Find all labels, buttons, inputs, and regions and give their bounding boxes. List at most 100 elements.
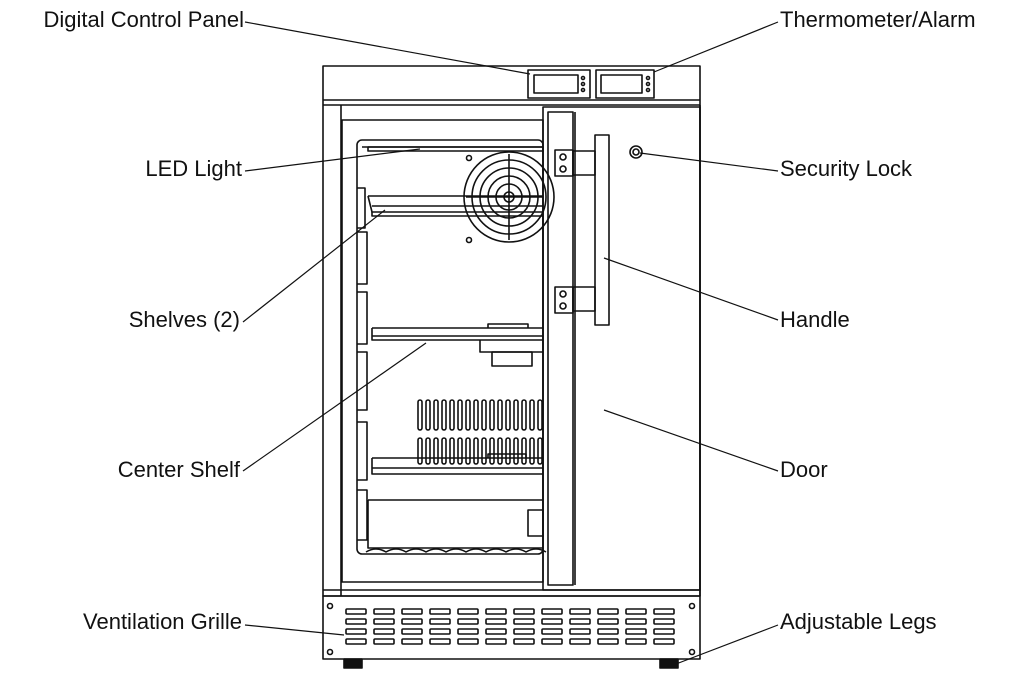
grille-slot <box>653 628 675 635</box>
vent-slot <box>481 437 487 465</box>
grille-slot <box>401 638 423 645</box>
grille-slot <box>513 628 535 635</box>
label-handle: Handle <box>780 307 850 332</box>
grille-slot <box>373 618 395 625</box>
adjustable-legs <box>343 658 679 669</box>
vent-slot <box>489 437 495 465</box>
vent-slot <box>521 437 527 465</box>
cabinet-outer <box>322 65 701 597</box>
grille-slot <box>513 618 535 625</box>
label-security-lock: Security Lock <box>780 156 913 181</box>
leader-lines <box>242 21 779 665</box>
cabinet-interior <box>341 119 544 583</box>
vent-slot <box>505 399 511 431</box>
door-hinge-bottom <box>554 286 574 314</box>
thermometer-alarm <box>595 69 655 99</box>
vent-slot <box>513 399 519 431</box>
grille-slot <box>485 638 507 645</box>
center-shelf <box>371 323 543 367</box>
grille-slot <box>541 628 563 635</box>
vent-slot <box>449 399 455 431</box>
label-door: Door <box>780 457 828 482</box>
label-digital-control-panel: Digital Control Panel <box>43 7 244 32</box>
grille-slot <box>597 618 619 625</box>
grille-slot <box>373 628 395 635</box>
grille-slot <box>513 638 535 645</box>
vent-slot <box>433 399 439 431</box>
grille-slot <box>541 618 563 625</box>
vent-slot <box>521 399 527 431</box>
bottom-bin <box>365 499 547 553</box>
grille-slot <box>625 628 647 635</box>
vent-slot <box>473 399 479 431</box>
label-thermometer-alarm: Thermometer/Alarm <box>780 7 976 32</box>
grille-slot <box>401 608 423 615</box>
grille-slot <box>345 638 367 645</box>
vent-slot <box>473 437 479 465</box>
grille-slot <box>457 638 479 645</box>
grille-slot <box>373 608 395 615</box>
vent-slot <box>433 437 439 465</box>
grille-slot <box>429 608 451 615</box>
door <box>542 106 701 591</box>
vent-slot <box>489 399 495 431</box>
grille-slot <box>569 618 591 625</box>
vent-slot <box>537 399 543 431</box>
vent-slot <box>497 437 503 465</box>
grille-slot <box>541 608 563 615</box>
grille-slot <box>457 608 479 615</box>
vent-slot <box>457 399 463 431</box>
grille-slot <box>345 628 367 635</box>
grille-slot <box>625 618 647 625</box>
grille-slot <box>597 638 619 645</box>
handle <box>572 134 610 326</box>
label-center-shelf: Center Shelf <box>117 457 240 482</box>
vent-slot <box>417 437 423 465</box>
grille-slot <box>485 608 507 615</box>
vent-slot <box>497 399 503 431</box>
grille-slot <box>485 628 507 635</box>
grille-slot <box>401 618 423 625</box>
vent-slot <box>529 437 535 465</box>
vent-slot <box>529 399 535 431</box>
vent-slot <box>505 437 511 465</box>
rear-vents <box>417 399 543 465</box>
label-adjustable-legs: Adjustable Legs <box>780 609 937 634</box>
grille-slot <box>485 618 507 625</box>
evaporator-fan <box>463 151 555 244</box>
label-shelves: Shelves (2) <box>128 307 240 332</box>
top-shelf <box>367 195 543 217</box>
grille-slot <box>625 638 647 645</box>
vent-slot <box>481 399 487 431</box>
grille-slot <box>513 608 535 615</box>
digital-control-panel <box>527 69 591 99</box>
vent-slot <box>449 437 455 465</box>
vent-slot <box>417 399 423 431</box>
grille-slot <box>569 628 591 635</box>
grille-slot <box>653 618 675 625</box>
security-lock <box>629 145 643 159</box>
label-led-light: LED Light <box>145 156 242 181</box>
grille-slot <box>569 608 591 615</box>
vent-slot <box>425 437 431 465</box>
door-hinge-top <box>554 149 574 177</box>
led-light <box>367 146 544 152</box>
vent-slot <box>441 437 447 465</box>
vent-slot <box>441 399 447 431</box>
lower-shelf <box>371 453 543 475</box>
grille-slot <box>429 618 451 625</box>
vent-slot <box>465 399 471 431</box>
grille-slot <box>429 638 451 645</box>
vent-slot <box>425 399 431 431</box>
grille-slot <box>401 628 423 635</box>
grille-slot <box>429 628 451 635</box>
vent-slot <box>537 437 543 465</box>
grille-slot <box>625 608 647 615</box>
vent-slot <box>465 437 471 465</box>
grille-slot <box>597 628 619 635</box>
vent-slot <box>457 437 463 465</box>
grille-slot <box>457 618 479 625</box>
grille-slot <box>569 638 591 645</box>
grille-slot <box>345 608 367 615</box>
